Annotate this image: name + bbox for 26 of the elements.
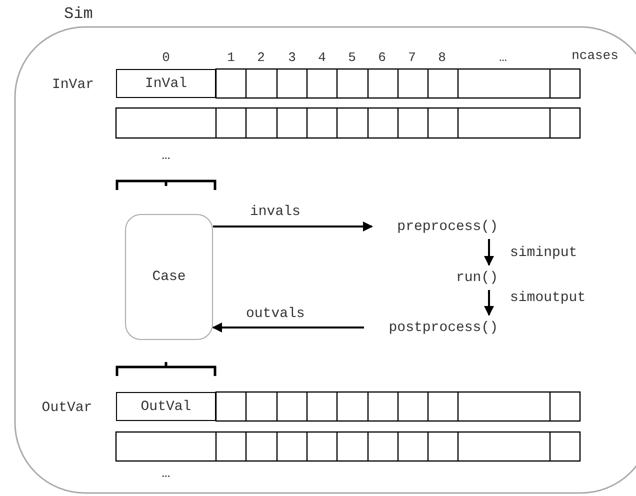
index-label: 2 — [257, 50, 265, 66]
index-label: 0 — [162, 50, 170, 66]
arrow — [484, 290, 494, 316]
index-label: 8 — [438, 50, 446, 66]
index-label: ncases — [572, 48, 618, 64]
index-label: 6 — [378, 50, 386, 66]
array-cell: OutVal — [116, 392, 216, 421]
case-box: Case — [125, 214, 213, 340]
row-label: InVar — [52, 77, 94, 93]
index-label: 3 — [288, 50, 296, 66]
index-label: 5 — [348, 50, 356, 66]
arrow — [212, 322, 364, 332]
function-label: preprocess() — [372, 218, 498, 235]
ellipsis: … — [162, 148, 170, 164]
row-label: OutVar — [42, 400, 92, 416]
ellipsis: … — [499, 50, 507, 66]
index-label: 1 — [227, 50, 235, 66]
function-label: run() — [452, 269, 498, 286]
index-label: 4 — [318, 50, 326, 66]
container-title: Sim — [64, 6, 93, 22]
index-label: 7 — [408, 50, 416, 66]
function-label: postprocess() — [364, 319, 498, 336]
ellipsis: … — [162, 466, 170, 482]
arrow — [213, 222, 373, 232]
arrow — [484, 239, 494, 266]
array-cell: InVal — [116, 69, 216, 98]
